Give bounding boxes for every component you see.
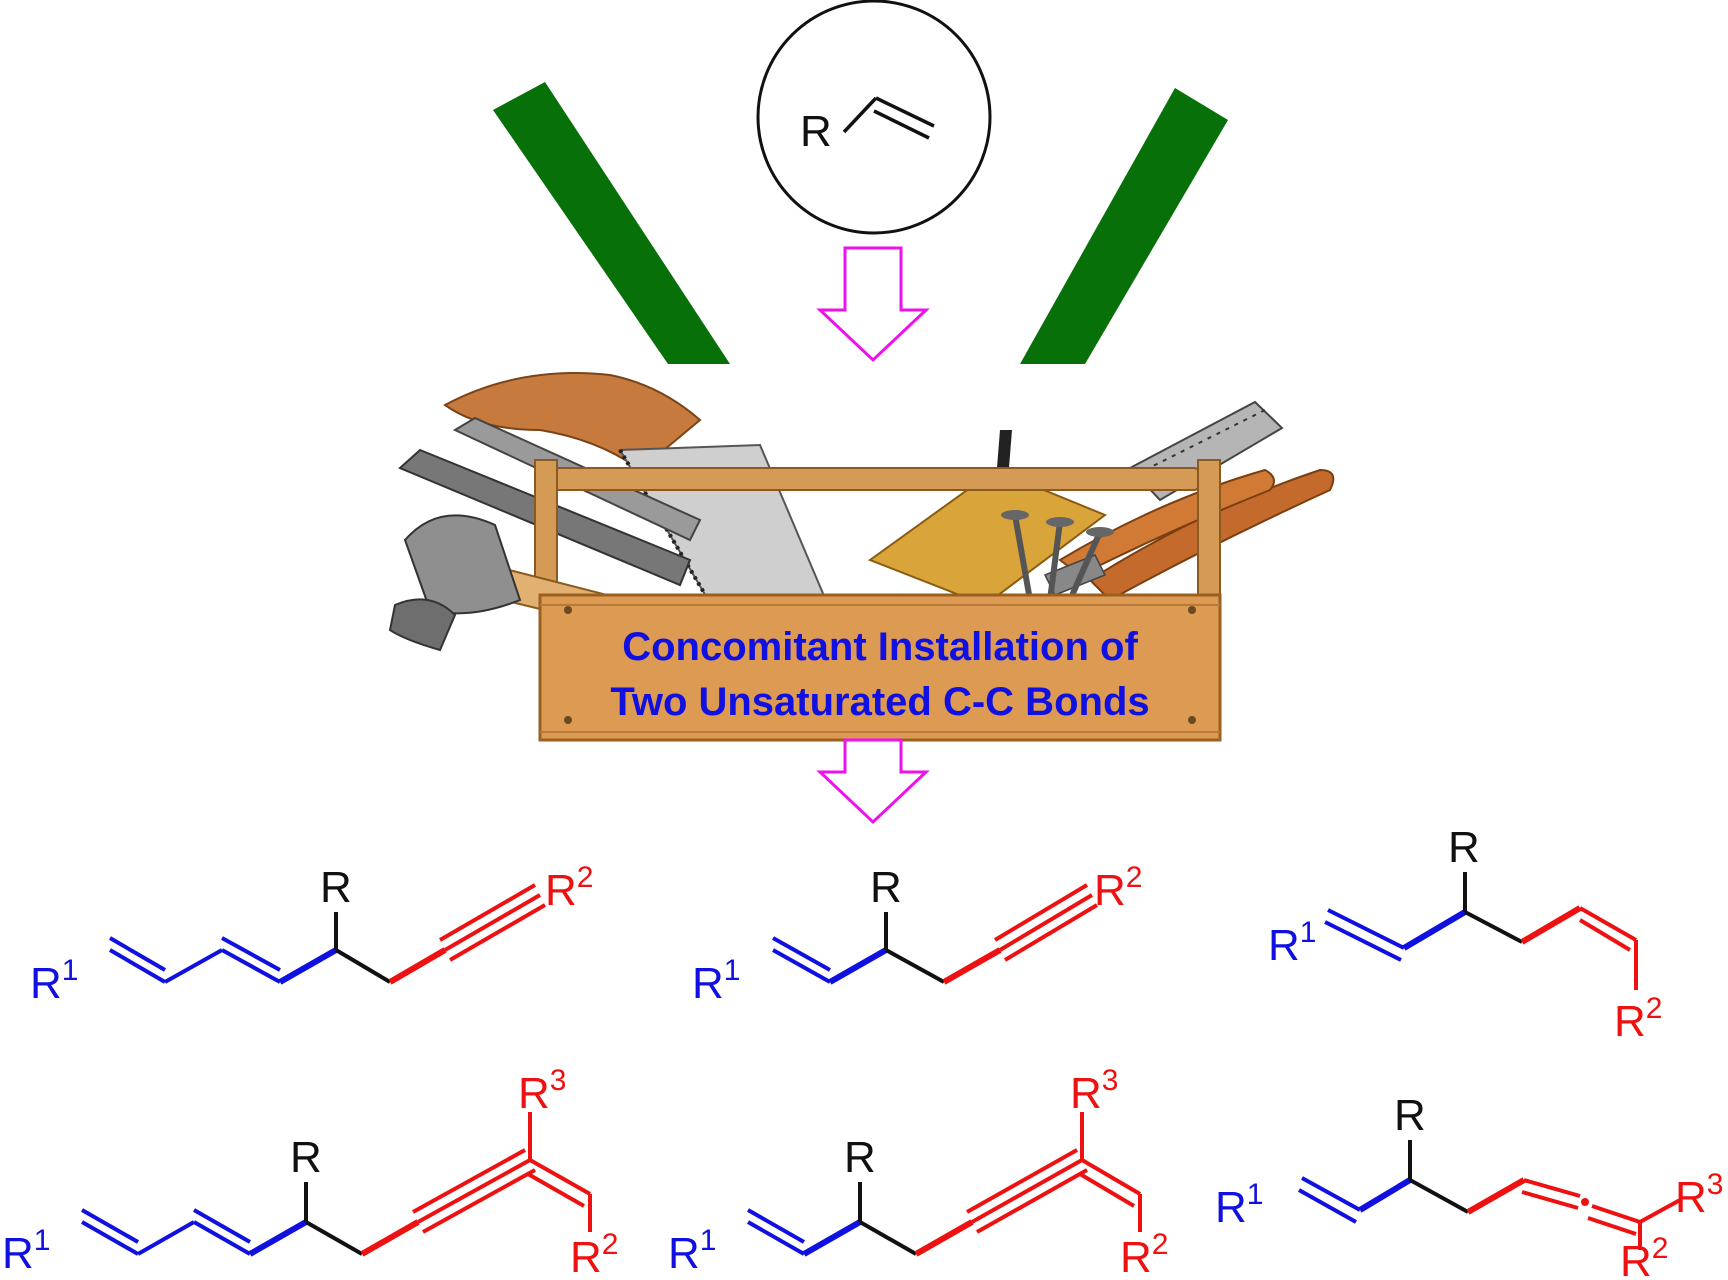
- p4-r2-label: R2: [570, 1228, 618, 1280]
- product-2-enyl-alkyne: [772, 883, 1099, 985]
- p4-r-label: R: [290, 1133, 322, 1182]
- p6-r3-label: R3: [1675, 1168, 1723, 1222]
- product-6-enyl-allene: [1298, 1140, 1681, 1250]
- product-1-dienyl-alkyne: [108, 883, 547, 985]
- nails-icon: [1001, 510, 1114, 602]
- p4-r1-label: R1: [2, 1224, 50, 1278]
- p6-r2-label: R2: [1620, 1232, 1668, 1280]
- p3-r2-label: R2: [1614, 992, 1662, 1046]
- reagent-circle: [756, 0, 992, 235]
- down-arrow-bottom: [816, 738, 930, 825]
- reagent-r-label: R: [800, 107, 832, 156]
- right-green-beam: [1020, 88, 1228, 364]
- toolbox-title-line1: Concomitant Installation of: [622, 625, 1138, 669]
- p1-r1-label: R1: [30, 954, 78, 1008]
- p2-r1-label: R1: [692, 954, 740, 1008]
- left-green-beam: [493, 82, 730, 364]
- p6-r-label: R: [1394, 1091, 1426, 1140]
- product-4-dienyl-enyne: [81, 1112, 592, 1257]
- p2-r2-label: R2: [1094, 861, 1142, 915]
- p2-r-label: R: [870, 863, 902, 912]
- p5-r-label: R: [844, 1133, 876, 1182]
- product-3-skipped-diene: [1324, 872, 1638, 990]
- p1-r-label: R: [320, 863, 352, 912]
- p1-r2-label: R2: [545, 861, 593, 915]
- p5-r2-label: R2: [1120, 1228, 1168, 1280]
- p5-r1-label: R1: [668, 1224, 716, 1278]
- p4-r3-label: R3: [518, 1064, 566, 1118]
- toolbox-title-line2: Two Unsaturated C-C Bonds: [610, 680, 1149, 724]
- p5-r3-label: R3: [1070, 1064, 1118, 1118]
- alkene-reagent: R: [756, 0, 992, 235]
- p3-r1-label: R1: [1268, 916, 1316, 970]
- p6-r1-label: R1: [1215, 1178, 1263, 1232]
- toolbox-icon: Concomitant Installation of Two Unsatura…: [388, 372, 1335, 742]
- p3-r-label: R: [1448, 823, 1480, 872]
- product-5-enyl-enyne: [747, 1112, 1142, 1257]
- down-arrow-top: [816, 246, 930, 363]
